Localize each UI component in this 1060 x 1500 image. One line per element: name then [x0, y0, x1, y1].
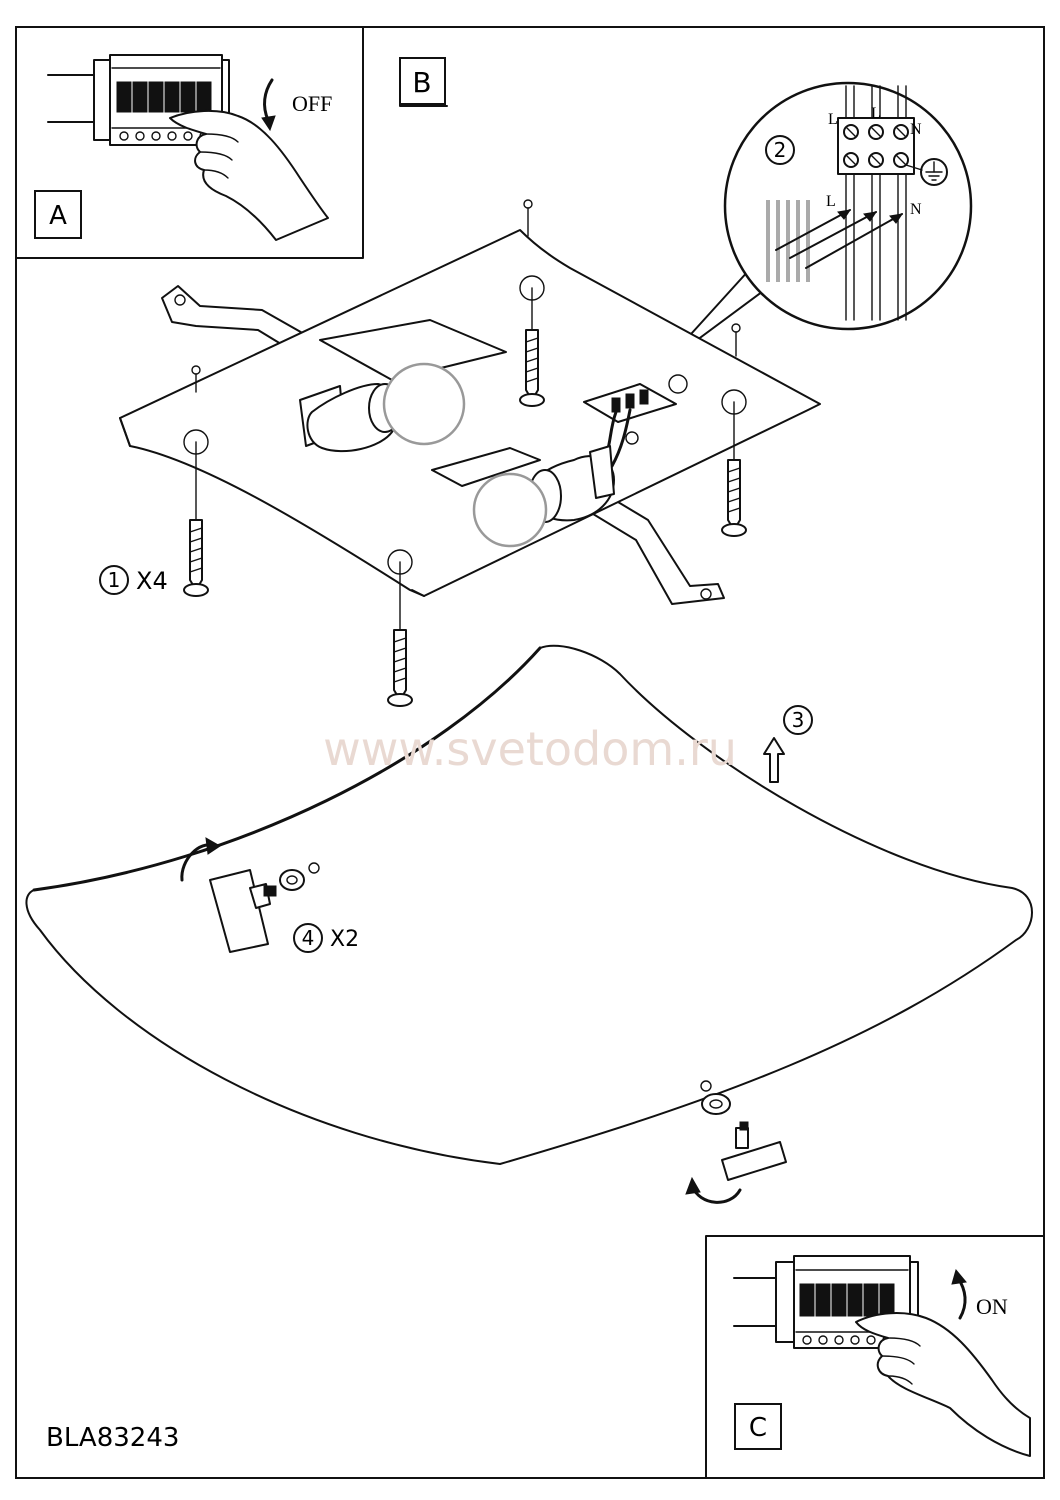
screw-icon: [721, 459, 747, 537]
panel-c-label-box: [734, 1403, 782, 1450]
switch-on-arrow-icon: [956, 1276, 967, 1320]
step-4-quantity: X2: [330, 927, 359, 952]
panel-a-border: [15, 26, 364, 259]
breaker-toggles-icon: [111, 67, 221, 141]
step-3-lift-label: 3: [763, 705, 813, 783]
supply-cable-icon: [766, 200, 904, 282]
screw-icon: [387, 629, 413, 707]
glass-shade: [25, 644, 1033, 1165]
step-2-number: 2: [774, 138, 787, 162]
panel-a-label-box: [34, 190, 82, 239]
step-1-quantity: X4: [136, 567, 168, 595]
outer-frame: [15, 26, 1045, 1479]
panel-a-off-label: OFF: [292, 91, 332, 116]
watermark-text: www.svetodom.ru: [323, 722, 737, 776]
step-1-number: 1: [108, 568, 121, 592]
rotate-arrow-icon: [690, 1184, 742, 1204]
panel-a-label: A: [49, 201, 67, 231]
screw-icon: [519, 329, 545, 407]
panel-b-label: B: [412, 66, 431, 99]
wire-l-mid-label: L: [871, 105, 881, 122]
breaker-toggles-icon: [795, 1269, 909, 1345]
earth-ground-icon: [905, 158, 948, 186]
panel-c-on-label: ON: [976, 1294, 1008, 1319]
step-1-label: 1 X4: [99, 565, 168, 595]
model-code: BLA83243: [46, 1423, 179, 1453]
wire-l-top-label: L: [828, 111, 838, 128]
panel-b-header: B: [399, 57, 448, 107]
mounting-plate: [119, 229, 821, 605]
bulb-left-icon: [382, 362, 466, 446]
terminal-block-icon: [837, 117, 915, 175]
wire-l-bottom-label: L: [826, 193, 836, 210]
panel-a-switch-off: OFF A: [15, 26, 364, 259]
knob-fastener-left: [180, 837, 320, 953]
hand-icon: [855, 1312, 1031, 1457]
mounting-screws: [183, 199, 747, 707]
up-arrow-icon: [763, 737, 785, 783]
step-4-label: 4 X2: [293, 923, 359, 953]
panel-c-label: C: [749, 1413, 767, 1443]
step-4-number: 4: [302, 926, 315, 950]
wire-n-bottom-label: N: [910, 201, 922, 218]
screw-icon: [183, 519, 209, 597]
knob-fastener-right: [685, 1080, 787, 1204]
hand-icon: [169, 109, 329, 241]
switch-off-arrow-icon: [263, 78, 274, 122]
step-3-number: 3: [792, 708, 805, 732]
bulb-right-icon: [472, 472, 548, 548]
panel-c-switch-on: ON C: [705, 1235, 1045, 1479]
wiring-detail-callout: L L N L N 2: [661, 81, 973, 367]
wire-n-top-label: N: [910, 121, 922, 138]
